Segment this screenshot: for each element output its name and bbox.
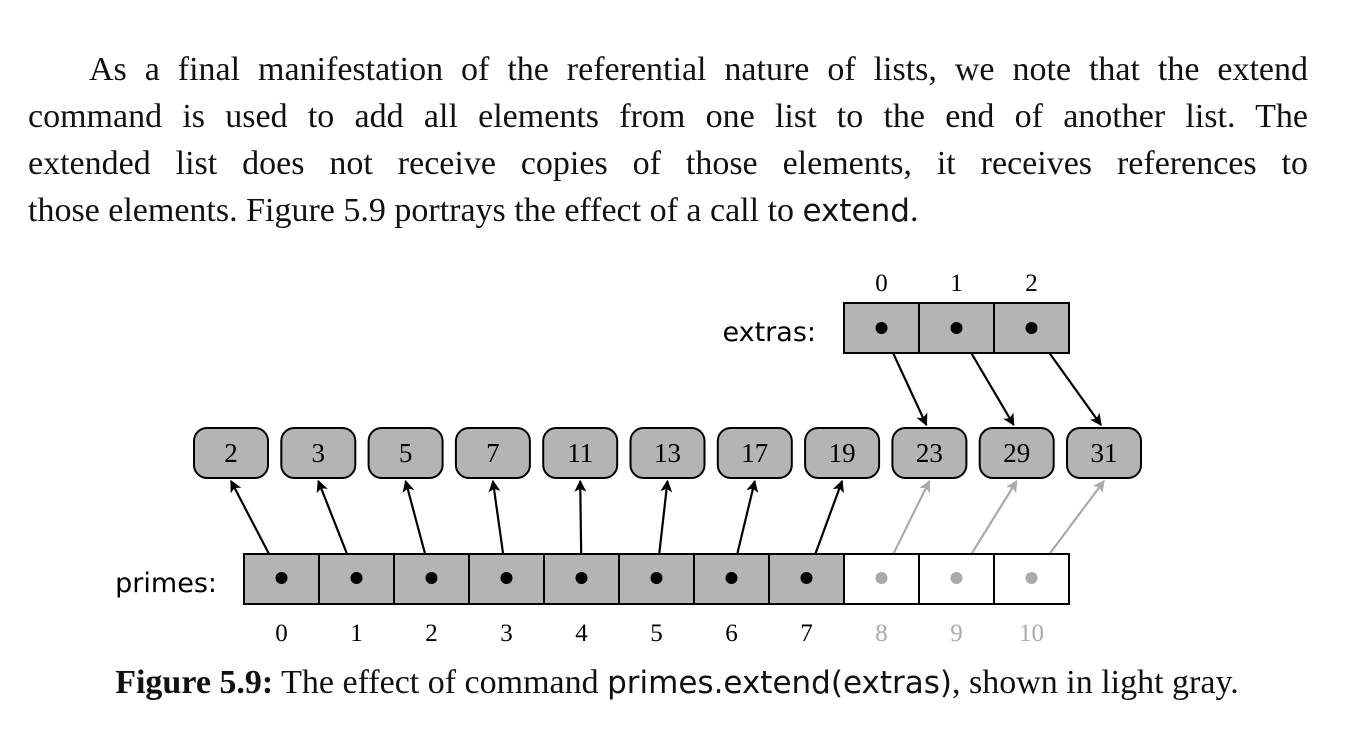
caption-text: The effect of command — [273, 664, 608, 701]
caption-code: primes.extend(extras) — [607, 665, 952, 701]
primes-reference-dot — [800, 572, 813, 584]
value-label: 3 — [312, 438, 326, 468]
primes-index-label: 6 — [725, 620, 738, 647]
cells — [243, 302, 1070, 605]
value-label: 23 — [916, 438, 943, 468]
value-label: 11 — [567, 438, 593, 468]
value-box — [1066, 427, 1142, 479]
paragraph-line-3: extended list does not receive copies of… — [28, 145, 1308, 182]
primes-reference-dot — [425, 572, 438, 584]
paragraph-line-4: those elements. Figure 5.9 portrays the … — [28, 187, 1308, 235]
value-label: 31 — [1091, 438, 1118, 468]
value-label: 17 — [741, 438, 768, 468]
caption-label: Figure 5.9: — [115, 664, 274, 701]
primes-index-label: 7 — [800, 620, 813, 647]
extras-reference-dot — [1025, 322, 1038, 334]
value-box — [716, 427, 793, 479]
primes-reference-dot — [275, 572, 288, 584]
value-box — [891, 427, 968, 479]
value-box — [280, 427, 357, 479]
primes-label: primes: — [115, 568, 217, 599]
primes-index-label: 0 — [275, 620, 288, 647]
primes-index-label: 9 — [950, 620, 963, 647]
paragraph-line-2: command is used to add all elements from… — [28, 98, 1308, 135]
extras-index-label: 2 — [1025, 270, 1038, 297]
value-box — [629, 427, 706, 479]
primes-reference-dot — [650, 572, 663, 584]
value-box — [193, 427, 269, 479]
paragraph-line-1: As a final manifestation of the referent… — [89, 51, 1308, 88]
primes-reference-dot — [950, 572, 963, 584]
value-box — [454, 427, 531, 479]
value-box — [978, 427, 1055, 479]
primes-index-label: 1 — [350, 620, 363, 647]
primes-index-label: 3 — [500, 620, 513, 647]
value-label: 7 — [486, 438, 500, 468]
value-label: 2 — [224, 438, 238, 468]
extras-label: extras: — [722, 317, 816, 348]
primes-reference-dot — [875, 572, 888, 584]
extras-reference-dot — [875, 322, 888, 334]
reference-dots — [275, 322, 1038, 584]
paragraph-line-4-text: those elements. Figure 5.9 portrays the … — [28, 192, 803, 229]
body-paragraph: As a final manifestation of the referent… — [28, 46, 1308, 235]
value-label: 13 — [654, 438, 681, 468]
value-box — [542, 427, 619, 479]
value-label: 5 — [399, 438, 413, 468]
primes-index-label: 8 — [875, 620, 888, 647]
primes-reference-dot — [575, 572, 588, 584]
primes-reference-dot — [350, 572, 363, 584]
figure-caption: Figure 5.9: The effect of command primes… — [0, 664, 1354, 702]
extras-cell — [918, 302, 995, 354]
extras-index-label: 0 — [875, 270, 888, 297]
value-box — [804, 427, 881, 479]
primes-reference-dot — [500, 572, 513, 584]
primes-index-label: 2 — [425, 620, 438, 647]
extend-code: extend — [802, 193, 910, 229]
primes-reference-dot — [1025, 572, 1038, 584]
value-box — [367, 427, 444, 479]
primes-index-label: 10 — [1019, 620, 1044, 647]
primes-index-label: 4 — [575, 620, 588, 647]
value-label: 19 — [829, 438, 856, 468]
caption-end: , shown in light gray. — [951, 664, 1239, 701]
extras-reference-dot — [950, 322, 963, 334]
primes-index-label: 5 — [650, 620, 663, 647]
primes-reference-dot — [725, 572, 738, 584]
paragraph-line-4-end: . — [909, 192, 919, 229]
value-label: 29 — [1003, 438, 1030, 468]
extras-index-label: 1 — [950, 270, 963, 297]
